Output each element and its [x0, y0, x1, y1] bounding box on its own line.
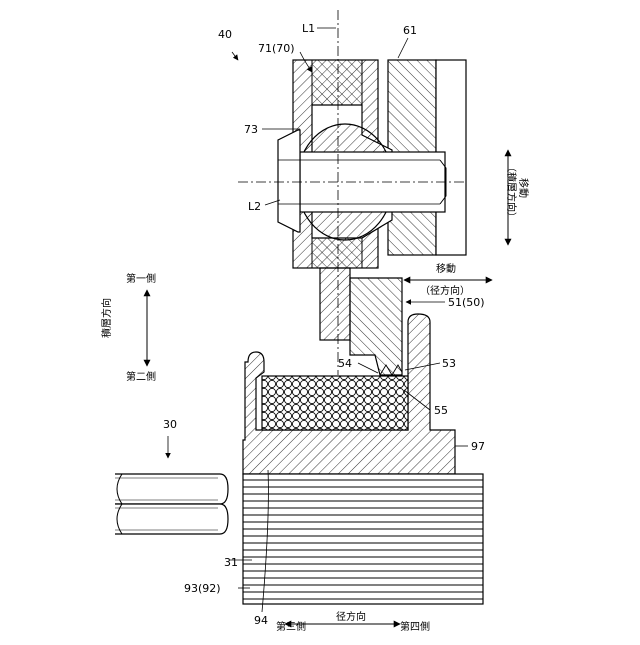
label-third-side: 第三側	[276, 620, 306, 633]
label-94: 94	[254, 614, 268, 627]
label-bolt: 73	[244, 123, 258, 136]
label-holder: 51(50)	[448, 296, 485, 309]
label-fourth-side: 第四側	[400, 620, 430, 633]
label-wall: 61	[403, 24, 417, 37]
label-stack-dir-paren: （積層方向）	[505, 162, 518, 222]
stack-93	[243, 474, 483, 604]
label-31: 31	[224, 556, 238, 569]
label-radial: 径方向	[336, 610, 366, 623]
holder-51	[350, 278, 402, 375]
label-move-vertical: 移動	[517, 178, 530, 198]
label-54: 54	[338, 357, 352, 370]
label-fig-ref: 40	[218, 28, 232, 41]
label-container: 97	[471, 440, 485, 453]
label-stack: 93(92)	[184, 582, 221, 595]
label-l2: L2	[248, 200, 261, 213]
label-radial-paren: （径方向）	[420, 284, 470, 297]
label-first-side: 第一側	[126, 272, 156, 285]
label-stack-dir: 積層方向	[100, 298, 113, 338]
label-particles: 55	[434, 404, 448, 417]
label-30: 30	[163, 418, 177, 431]
stem	[320, 268, 350, 340]
label-fastener: 71(70)	[258, 42, 295, 55]
rod-30	[115, 474, 228, 534]
label-53: 53	[442, 357, 456, 370]
label-move-horizontal: 移動	[436, 262, 456, 275]
label-second-side: 第二側	[126, 370, 156, 383]
label-l1: L1	[302, 22, 315, 35]
